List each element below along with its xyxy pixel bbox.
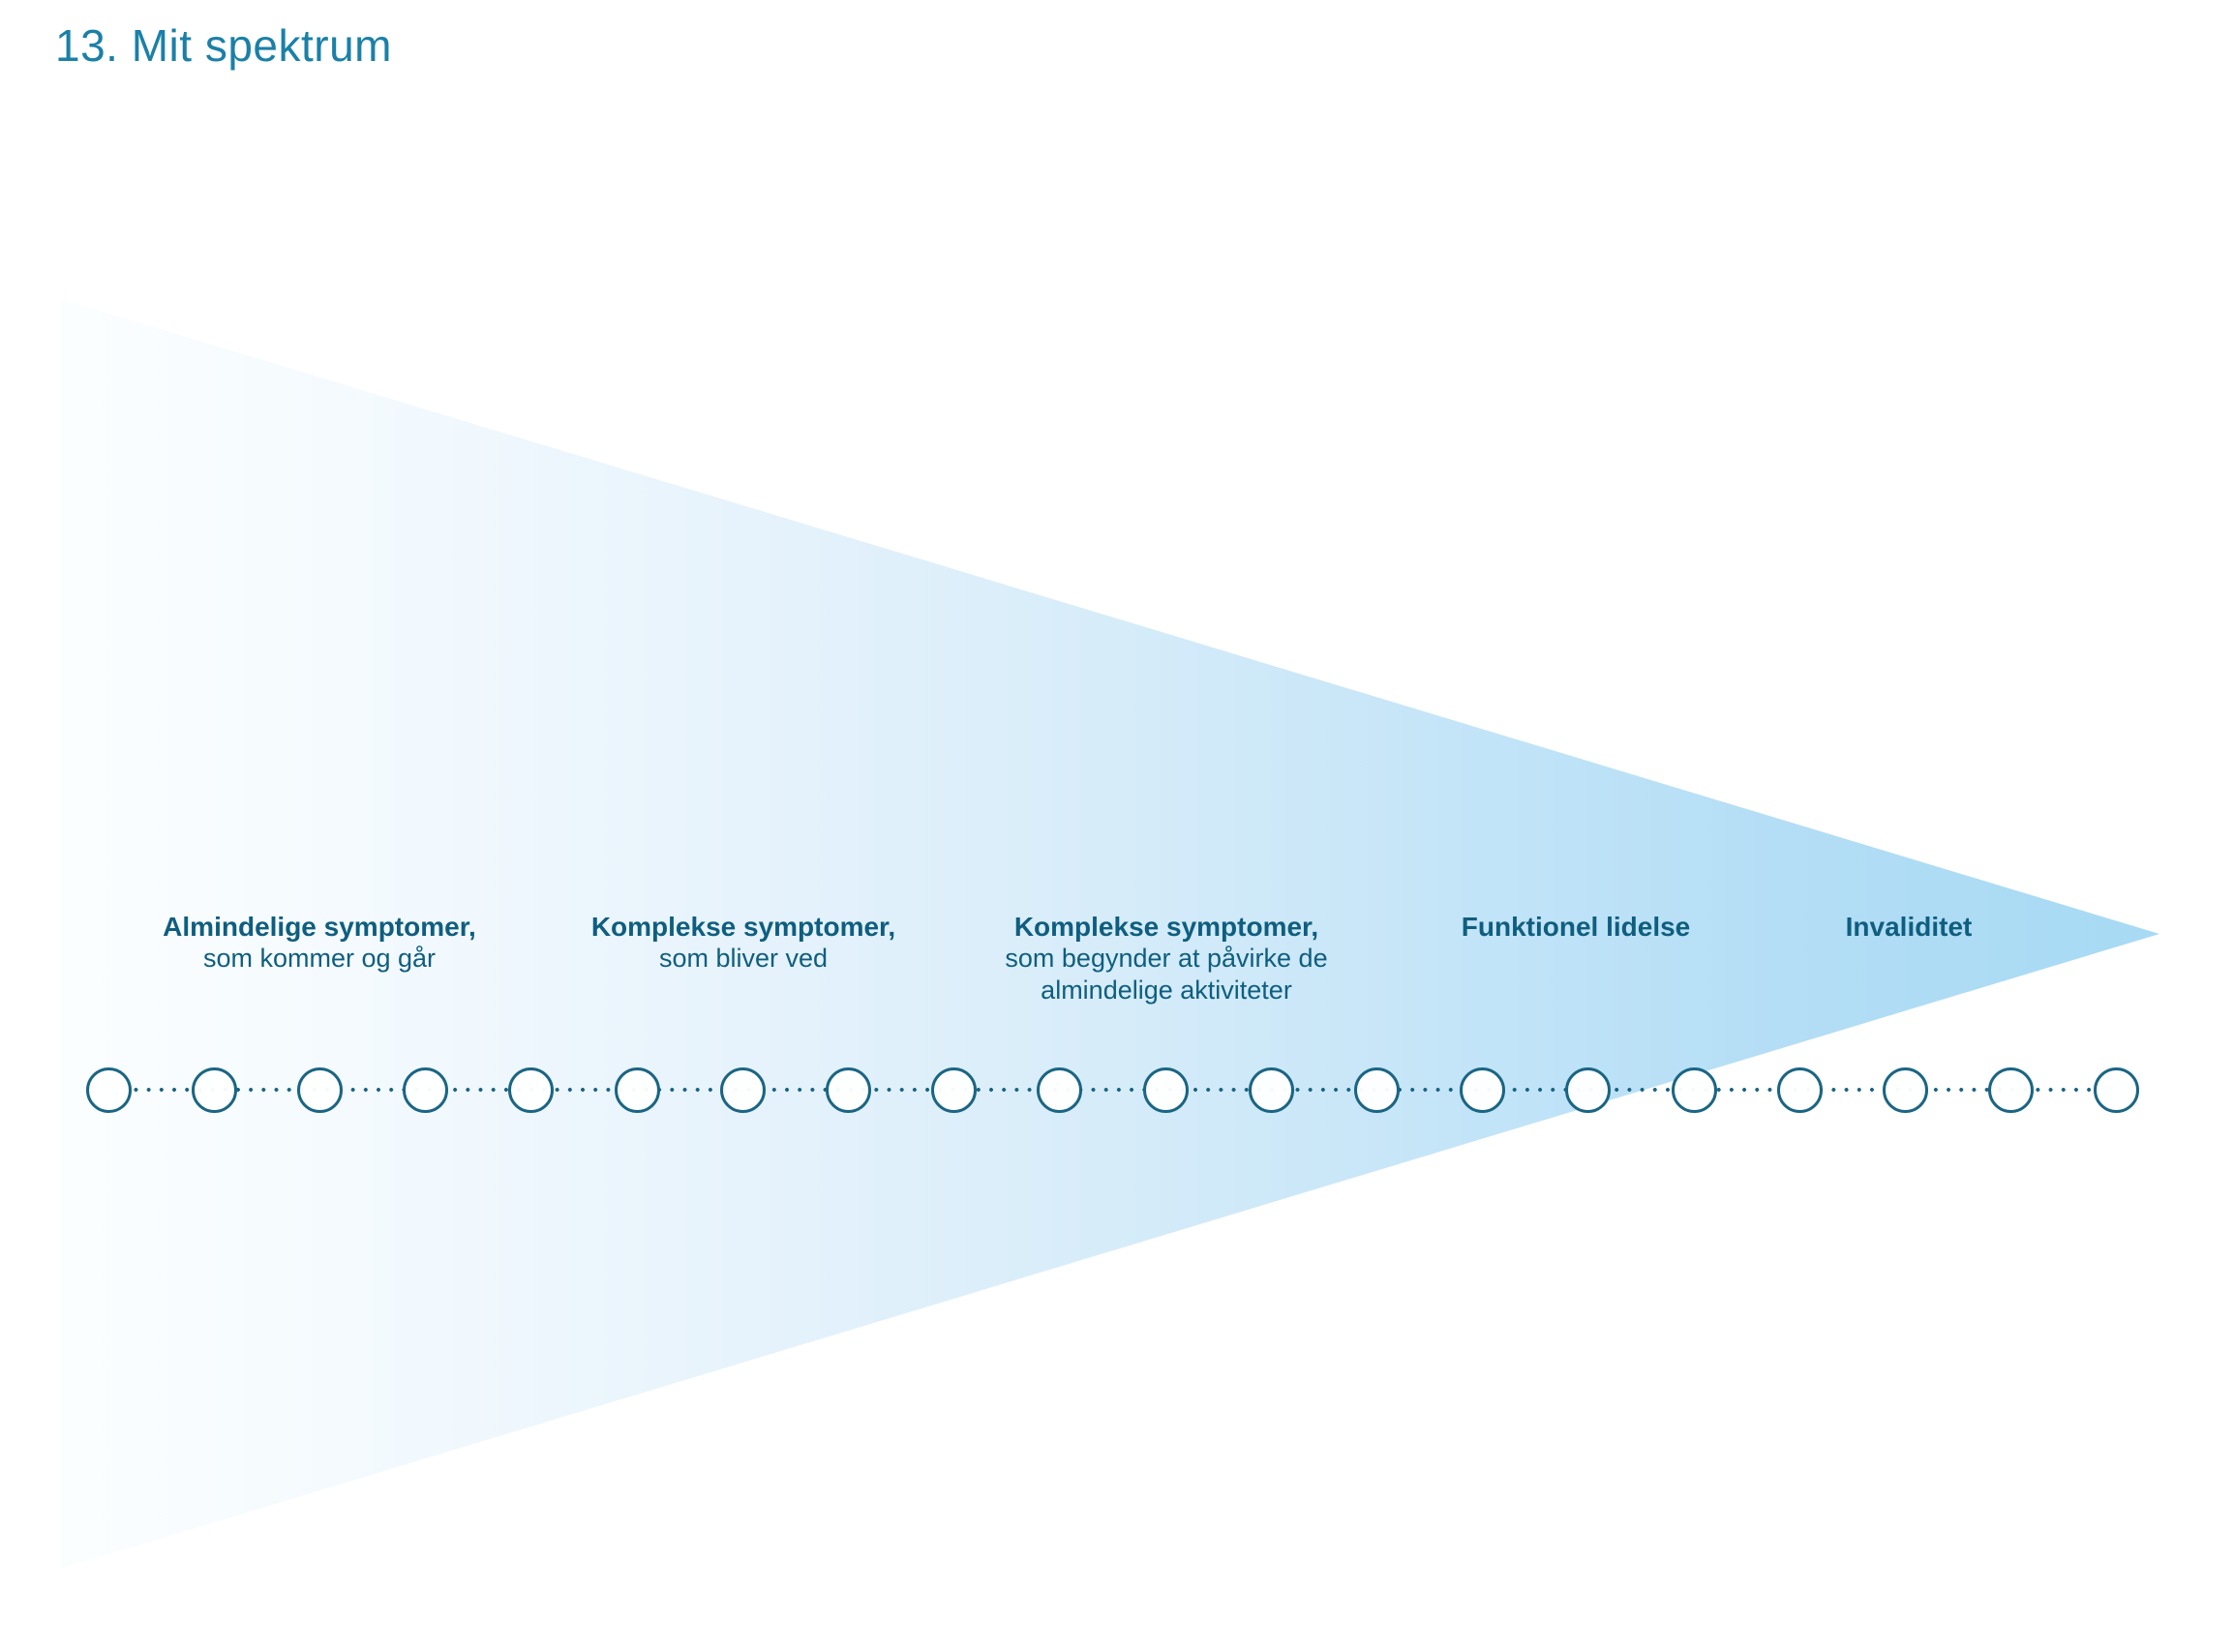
scale-point-13[interactable] (1354, 1066, 1401, 1113)
scale-dotted-line (134, 1087, 2093, 1093)
stage-title: Komplekse symptomer, (1013, 912, 1319, 942)
stage-subtitle-line: som begynder at påvirke de (1005, 944, 1328, 973)
page-title: 13. Mit spektrum (55, 20, 392, 71)
scale-point-16[interactable] (1671, 1066, 1717, 1113)
scale-point-4[interactable] (403, 1066, 449, 1113)
stage-subtitle-line: som bliver ved (658, 944, 829, 973)
scale-point-3[interactable] (296, 1066, 343, 1113)
scale-point-18[interactable] (1883, 1066, 1929, 1113)
scale-point-5[interactable] (508, 1066, 555, 1113)
scale-point-14[interactable] (1460, 1066, 1506, 1113)
stage-label: Komplekse symptomer,som bliver ved (591, 911, 895, 975)
scale-point-1[interactable] (85, 1066, 132, 1113)
stage-title: Invaliditet (1845, 912, 1973, 942)
scale-point-12[interactable] (1248, 1066, 1294, 1113)
stage-label: Invaliditet (1846, 911, 1973, 943)
scale-point-6[interactable] (614, 1066, 660, 1113)
scale-point-11[interactable] (1142, 1066, 1189, 1113)
stage-title: Almindelige symptomer, (163, 912, 476, 942)
stage-title: Komplekse symptomer, (590, 912, 896, 942)
stage-label: Funktionel lidelse (1462, 911, 1690, 943)
stage-subtitle-line: som kommer og går (202, 944, 437, 973)
scale-point-7[interactable] (719, 1066, 766, 1113)
scale-point-8[interactable] (825, 1066, 871, 1113)
scale-point-9[interactable] (931, 1066, 978, 1113)
stage-label: Komplekse symptomer,som begynder at påvi… (1005, 911, 1327, 1006)
scale-point-17[interactable] (1776, 1066, 1823, 1113)
scale-point-10[interactable] (1037, 1066, 1083, 1113)
scale-point-20[interactable] (2094, 1066, 2140, 1113)
stage-title: Funktionel lidelse (1461, 912, 1691, 942)
scale-point-19[interactable] (1988, 1066, 2035, 1113)
stage-label: Almindelige symptomer,som kommer og går (163, 911, 476, 975)
scale-point-15[interactable] (1565, 1066, 1612, 1113)
scale-point-2[interactable] (191, 1066, 237, 1113)
stage-subtitle-line: almindelige aktiviteter (1041, 976, 1292, 1005)
